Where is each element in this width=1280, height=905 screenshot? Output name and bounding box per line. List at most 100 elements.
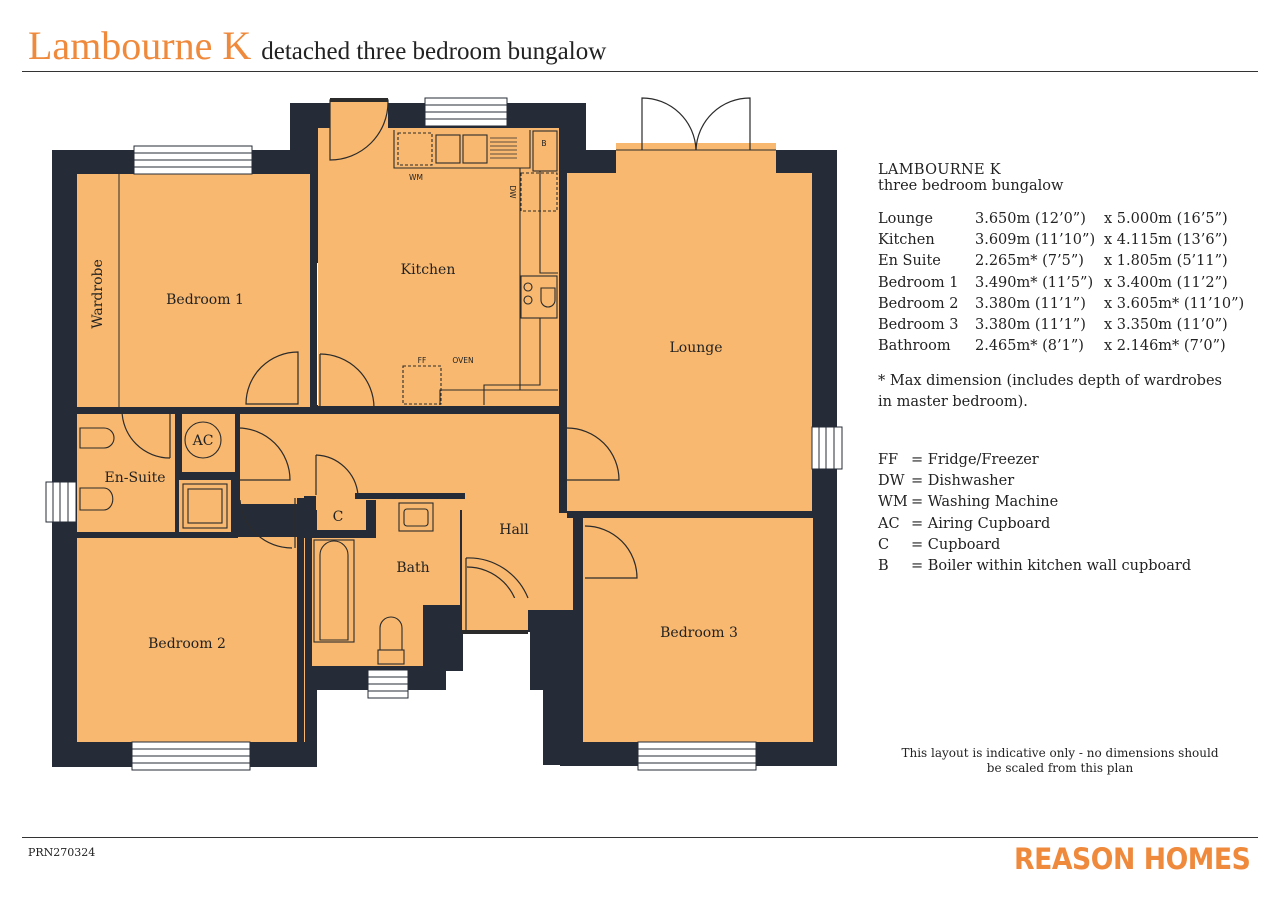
dimension-a: 3.650m (12’0”) <box>975 210 1086 227</box>
bath-floor-right <box>360 560 460 610</box>
label-oven: OVEN <box>452 356 473 365</box>
dimension-row: Lounge 3.650m (12’0”) x 5.000m (16’5”) <box>878 208 1244 229</box>
dimension-b: x 3.350m (11’0”) <box>1104 317 1228 334</box>
legend-row: B = Boiler within kitchen wall cupboard <box>878 556 1191 577</box>
dimension-a: 2.265m* (7’5”) <box>975 253 1084 270</box>
dimension-a: 3.609m (11’10”) <box>975 231 1096 248</box>
hall-floor-entrance <box>462 494 573 610</box>
dimension-room: Lounge <box>878 210 933 227</box>
door-swings <box>121 351 638 620</box>
floor-plan: Bedroom 1 Wardrobe Kitchen Lounge En-Sui… <box>45 97 843 771</box>
kitchen-floor <box>318 128 559 406</box>
front-door <box>462 557 529 634</box>
ensuite-floor <box>77 414 175 532</box>
bedroom2-floor <box>77 537 305 742</box>
room-labels: Bedroom 1 Wardrobe Kitchen Lounge En-Sui… <box>90 259 738 652</box>
house-subtitle: detached three bedroom bungalow <box>261 38 607 65</box>
bath-floor-upper <box>360 498 460 568</box>
dimension-room: Bedroom 1 <box>878 274 959 291</box>
dimension-b: x 1.805m (5’11”) <box>1104 253 1228 270</box>
bedroom3-floor <box>583 518 813 742</box>
dimension-row: Bedroom 1 3.490m* (11’5”) x 3.400m (11’2”) <box>878 272 1244 293</box>
legend-key: WM <box>878 494 908 511</box>
rooms <box>77 128 813 742</box>
label-bedroom2: Bedroom 2 <box>148 636 226 652</box>
lounge-french-doors <box>616 97 776 173</box>
window-glazing-lines <box>52 104 835 764</box>
label-hall: Hall <box>499 522 529 538</box>
dimension-room: Bathroom <box>878 338 951 355</box>
note-line-1: * Max dimension (includes depth of wardr… <box>878 373 1222 390</box>
lounge-floor <box>567 173 812 511</box>
kitchen-door <box>329 98 389 161</box>
dimension-b: x 3.400m (11’2”) <box>1104 274 1228 291</box>
ensuite-floor-lower <box>179 480 231 532</box>
label-cupboard: C <box>333 509 344 525</box>
ac-floor <box>182 414 235 472</box>
dimension-room: En Suite <box>878 253 941 270</box>
label-ff: FF <box>418 356 427 365</box>
fixture-labels: WM DW B FF OVEN <box>409 139 547 365</box>
label-lounge: Lounge <box>669 340 722 356</box>
legend-value: = Airing Cupboard <box>911 515 1051 532</box>
bath-fixtures <box>313 502 434 665</box>
legend-value: = Washing Machine <box>911 494 1059 511</box>
label-bath: Bath <box>396 560 429 576</box>
reference-code: PRN270324 <box>28 846 96 859</box>
legend-key: FF <box>878 451 899 468</box>
disclaimer-line-2: be scaled from this plan <box>986 761 1134 775</box>
note-line-2: in master bedroom). <box>878 394 1028 411</box>
legend-value: = Boiler within kitchen wall cupboard <box>911 558 1192 575</box>
brand-logo: REASON HOMES <box>1014 842 1251 876</box>
dimension-b: x 5.000m (16’5”) <box>1104 210 1228 227</box>
dimension-room: Bedroom 2 <box>878 295 959 312</box>
window-ensuite <box>45 481 77 523</box>
label-kitchen: Kitchen <box>401 262 456 278</box>
disclaimer-line-1: This layout is indicative only - no dime… <box>901 746 1219 760</box>
dimension-room: Kitchen <box>878 231 935 248</box>
legend-row: WM= Washing Machine <box>878 492 1191 513</box>
legend-row: DW = Dishwasher <box>878 470 1191 491</box>
house-name: Lambourne K <box>28 23 252 68</box>
dimension-row: En Suite 2.265m* (7’5”) x 1.805m (5’11”) <box>878 251 1244 272</box>
dimension-a: 3.490m* (11’5”) <box>975 274 1094 291</box>
legend-value: = Fridge/Freezer <box>911 451 1039 468</box>
dimension-a: 3.380m (11’1”) <box>975 295 1086 312</box>
spec-subheading: three bedroom bungalow <box>878 178 1064 194</box>
legend-row: FF = Fridge/Freezer <box>878 449 1191 470</box>
dimension-room: Bedroom 3 <box>878 317 959 334</box>
window-lounge-side <box>811 426 843 470</box>
footer-rule <box>22 837 1258 838</box>
dimension-a: 3.380m (11’1”) <box>975 317 1086 334</box>
dimensions-table: Lounge 3.650m (12’0”) x 5.000m (16’5”) Kitc… <box>878 208 1244 357</box>
dimension-row: Bedroom 3 3.380m (11’1”) x 3.350m (11’0”) <box>878 314 1244 335</box>
label-ensuite: En-Suite <box>105 470 166 486</box>
legend-key: AC <box>878 515 900 532</box>
legend-value: = Cupboard <box>911 536 1001 553</box>
dimension-row: Bedroom 2 3.380m (11’1”) x 3.605m* (11’10”… <box>878 293 1244 314</box>
label-b: B <box>541 139 546 148</box>
legend-key: B <box>878 558 889 575</box>
dimension-b: x 4.115m (13’6”) <box>1104 231 1228 248</box>
legend-row: C= Cupboard <box>878 534 1191 555</box>
interior-walls <box>77 128 813 748</box>
disclaimer: This layout is indicative only - no dime… <box>880 746 1240 776</box>
dimension-b: x 2.146m* (7’0”) <box>1104 338 1226 355</box>
cupboard-floor <box>317 500 360 530</box>
specification-panel: LAMBOURNE K three bedroom bungalow Loung… <box>878 162 1244 577</box>
dimension-a: 2.465m* (8’1”) <box>975 338 1084 355</box>
legend-row: AC = Airing Cupboard <box>878 513 1191 534</box>
legend-key: DW <box>878 473 905 490</box>
dimension-b: x 3.605m* (11’10”) <box>1104 295 1245 312</box>
dimension-row: Kitchen 3.609m (11’10”) x 4.115m (13’6”) <box>878 229 1244 250</box>
legend-value: = Dishwasher <box>911 473 1015 490</box>
spec-heading: LAMBOURNE K <box>878 162 1001 178</box>
label-wm: WM <box>409 173 423 182</box>
label-ac: AC <box>192 433 214 449</box>
kitchen-units <box>393 130 558 405</box>
header-rule <box>22 71 1258 72</box>
label-bedroom3: Bedroom 3 <box>660 625 738 641</box>
ensuite-fixtures <box>79 421 228 529</box>
dimension-row: Bathroom 2.465m* (8’1”) x 2.146m* (7’0”) <box>878 336 1244 357</box>
